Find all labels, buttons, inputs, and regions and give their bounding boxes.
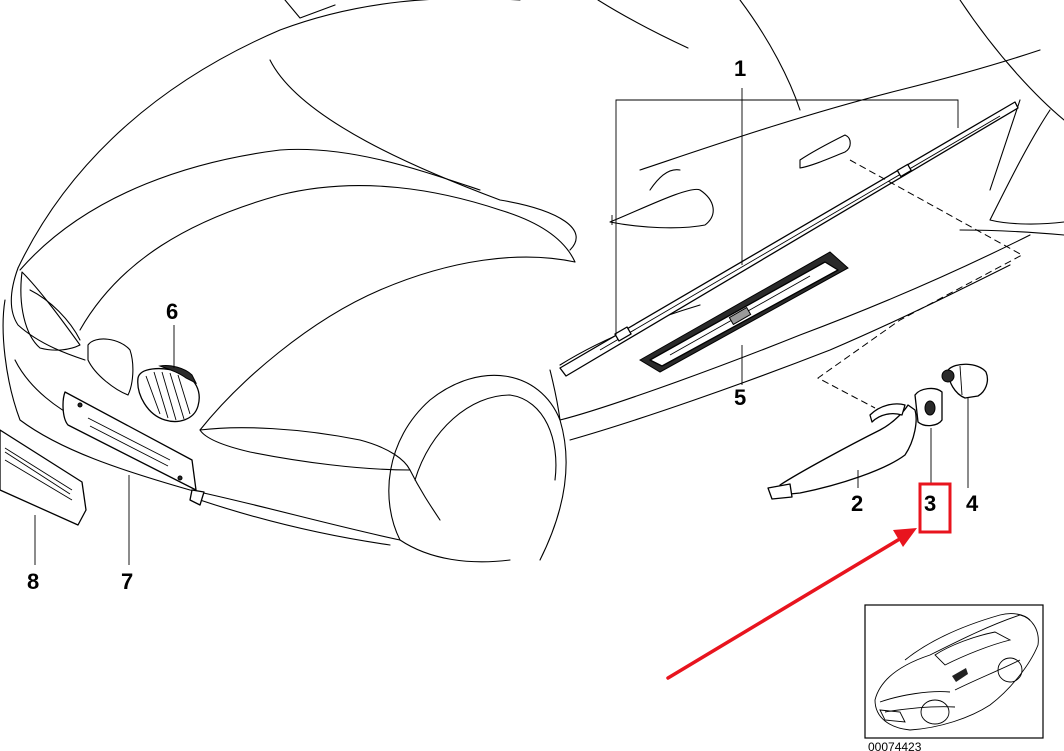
lock-cylinder-cap <box>941 363 989 399</box>
red-pointer-arrow <box>666 528 917 680</box>
callout-5: 5 <box>734 385 746 410</box>
license-plate-holder <box>0 429 87 526</box>
callout-4: 4 <box>966 491 979 516</box>
callout-6: 6 <box>166 299 178 324</box>
door-handle <box>767 403 917 500</box>
car-overview-thumbnail <box>864 604 1044 739</box>
sill-entry-strip <box>639 251 849 373</box>
door-moulding-strip <box>559 101 1019 377</box>
handle-cover-cap <box>914 387 943 427</box>
callout-3: 3 <box>924 491 936 516</box>
highlight-box-3 <box>918 482 952 534</box>
callout-2: 2 <box>851 491 863 516</box>
kidney-grille <box>137 365 200 423</box>
callout-7: 7 <box>121 569 133 594</box>
car-body-outline <box>2 0 1064 563</box>
callout-1: 1 <box>734 56 746 81</box>
license-plate-base <box>62 391 205 506</box>
dashed-connector-handle <box>817 159 1024 409</box>
callout-bracket-1 <box>615 88 959 335</box>
reference-number: 00074423 <box>868 740 922 751</box>
callout-8: 8 <box>27 569 39 594</box>
car-overview-icon <box>874 613 1039 731</box>
door-handle-outline <box>799 134 851 169</box>
